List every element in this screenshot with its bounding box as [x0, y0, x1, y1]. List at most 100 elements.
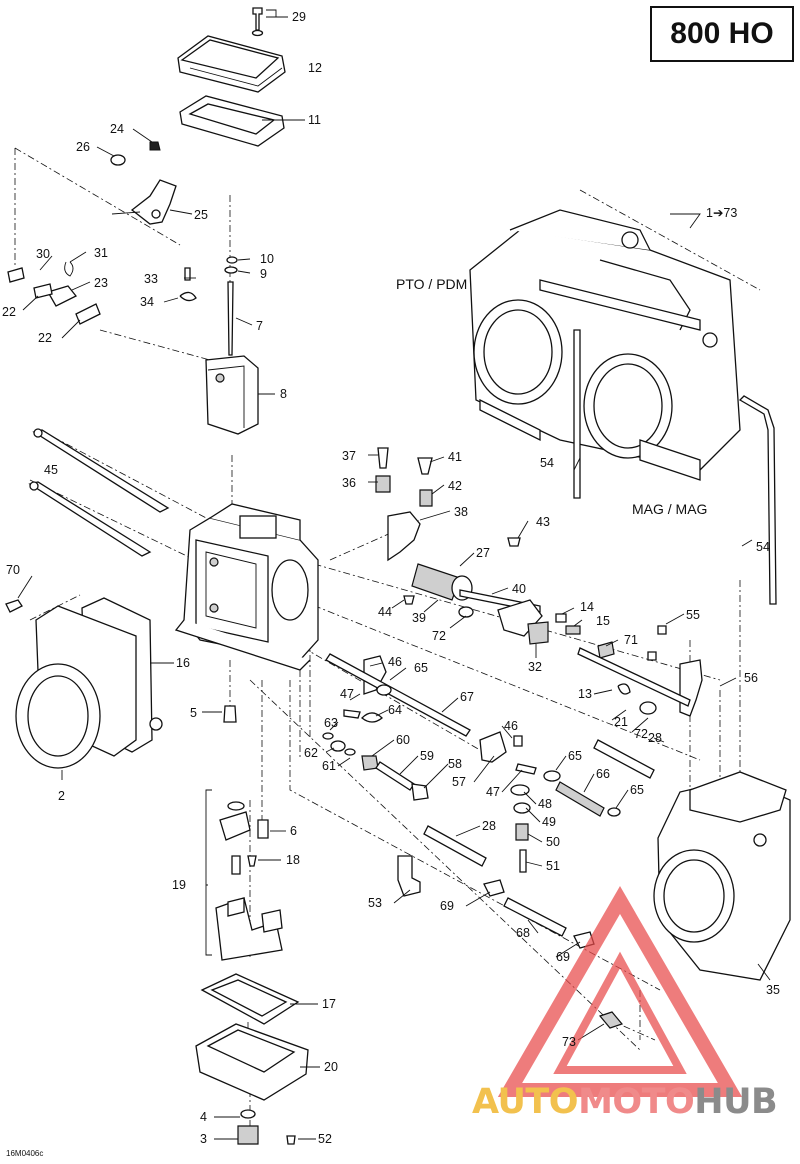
throttle-shaft-parts: [375, 447, 581, 645]
callout-71: 71: [624, 633, 638, 647]
rod-28b: [423, 825, 487, 867]
cap-48: [510, 784, 530, 796]
needle-7: [227, 281, 234, 356]
callout-52: 52: [318, 1132, 332, 1146]
float-bowl-assembly: [195, 705, 309, 1145]
washer-62: [330, 740, 346, 752]
callout-22a: 22: [2, 305, 16, 319]
screw-46b: [513, 735, 523, 747]
linkage-parts: [397, 625, 703, 949]
screw-44: [403, 595, 415, 605]
pin-51: [519, 849, 527, 873]
washer-72a: [458, 606, 474, 618]
shaft-67: [325, 653, 471, 737]
screw-59: [375, 761, 415, 791]
screw-52: [286, 1135, 296, 1145]
callout-24: 24: [110, 122, 124, 136]
clamp-69a: [483, 879, 505, 897]
callout-37: 37: [342, 449, 356, 463]
bracket-38: [387, 511, 421, 562]
spring-32: [527, 621, 549, 645]
callout-3: 3: [200, 1132, 207, 1146]
callout-30: 30: [36, 247, 50, 261]
rod-13: [577, 647, 691, 707]
idle-mixture-parts: [322, 653, 537, 801]
callout-4: 4: [200, 1110, 207, 1124]
callout-68: 68: [516, 926, 530, 940]
callout-33: 33: [144, 272, 158, 286]
plug-3: [237, 1125, 259, 1145]
top-cover-assembly: [177, 7, 286, 147]
clip-21: [617, 683, 631, 695]
callout-57: 57: [452, 775, 466, 789]
washer-72b: [639, 701, 657, 715]
pto-side-label: PTO / PDM: [396, 276, 468, 292]
screw-14: [555, 613, 567, 623]
callout-32: 32: [528, 660, 542, 674]
callout-69b: 69: [556, 950, 570, 964]
screw-55a: [657, 625, 667, 635]
bracket-22b: [75, 303, 101, 325]
washer-65c: [607, 807, 621, 817]
screw-43: [507, 537, 521, 547]
screw-29: [252, 7, 263, 31]
callout-19: 19: [172, 878, 186, 892]
callout-5: 5: [190, 706, 197, 720]
callout-8: 8: [280, 387, 287, 401]
callout-39: 39: [412, 611, 426, 625]
spring-36: [375, 475, 391, 493]
callout-28b: 28: [482, 819, 496, 833]
oring-63: [322, 732, 334, 740]
screw-33: [184, 267, 191, 281]
callout-9: 9: [260, 267, 267, 281]
callout-47b: 47: [486, 785, 500, 799]
cap-49: [513, 802, 531, 814]
callout-59: 59: [420, 749, 434, 763]
callout-6: 6: [290, 824, 297, 838]
callout-48: 48: [538, 797, 552, 811]
callout-36: 36: [342, 476, 356, 490]
rod-28a: [593, 739, 655, 779]
watermark-auto: AUTO: [472, 1082, 579, 1122]
callout-20: 20: [324, 1060, 338, 1074]
callout-18: 18: [286, 853, 300, 867]
watermark-hub: HUB: [694, 1082, 778, 1122]
callout-44: 44: [378, 605, 392, 619]
model-label: 800 HO: [650, 6, 794, 62]
screw-24: [149, 141, 161, 151]
carburetor-pair: [469, 209, 741, 481]
callout-54a: 54: [540, 456, 554, 470]
callout-49: 49: [542, 815, 556, 829]
callout-14: 14: [580, 600, 594, 614]
fitting-53: [397, 855, 421, 897]
callout-46a: 46: [388, 655, 402, 669]
lever-23: [47, 285, 78, 307]
washer-65b: [543, 770, 561, 782]
callout-41: 41: [448, 450, 462, 464]
callout-29: 29: [292, 10, 306, 24]
callout-labels: 29 12 11 24 26 25 1➔73 30 31 10 33 9 23 …: [2, 10, 780, 1146]
bracket-56: [679, 659, 703, 717]
lever-25: [130, 179, 177, 225]
cables-54: [573, 329, 777, 605]
callout-2: 2: [58, 789, 65, 803]
callout-31: 31: [94, 246, 108, 260]
callout-22b: 22: [38, 331, 52, 345]
throttle-lever-parts: [7, 141, 177, 325]
callout-72b: 72: [634, 727, 648, 741]
callout-43: 43: [536, 515, 550, 529]
callout-56: 56: [744, 671, 758, 685]
clip-9: [224, 266, 238, 274]
spring-42: [419, 489, 433, 507]
callout-26: 26: [76, 140, 90, 154]
callout-64: 64: [388, 703, 402, 717]
callout-65a: 65: [414, 661, 428, 675]
callout-27: 27: [476, 546, 490, 560]
callout-50: 50: [546, 835, 560, 849]
callout-7: 7: [256, 319, 263, 333]
screw-37: [377, 447, 389, 469]
callout-53: 53: [368, 896, 382, 910]
spring-27: [411, 563, 461, 601]
long-screws-45: [28, 428, 170, 557]
